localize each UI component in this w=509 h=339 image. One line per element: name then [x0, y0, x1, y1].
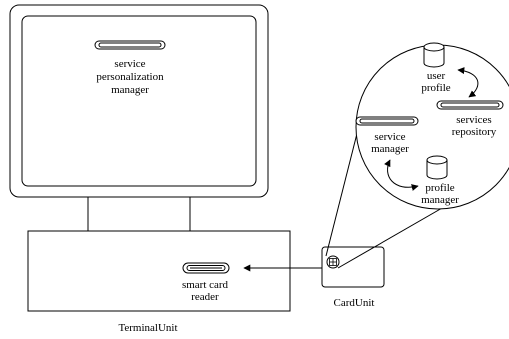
spm-label-line-2: personalization — [96, 71, 164, 83]
monitor — [9, 4, 269, 198]
card-unit-caption: CardUnit — [334, 297, 375, 309]
user-profile-database-icon: user profile — [421, 42, 451, 94]
smart-card — [321, 246, 385, 288]
services-repository-label-line-2: repository — [452, 126, 497, 138]
monitor-screen — [21, 15, 257, 187]
spm-label-line-1: service — [114, 58, 145, 70]
profile-repository-link-arrow — [457, 67, 479, 98]
reader-label-line-1: smart card — [182, 279, 229, 291]
services-repository: services repository — [436, 100, 504, 138]
profile-manager-label-line-2: manager — [421, 194, 459, 206]
profile-manager-label-line-1: profile — [425, 182, 454, 194]
service-manager-label-line-1: service — [374, 131, 405, 143]
spm-label-line-3: manager — [111, 84, 149, 96]
service-personalization-manager: service personalization manager — [94, 40, 166, 96]
manager-link-arrow — [384, 159, 419, 191]
services-repository-capsule — [436, 100, 504, 110]
terminal-base — [27, 230, 291, 312]
spm-capsule-inner — [98, 42, 162, 48]
monitor-stand — [87, 196, 191, 232]
monitor-outer-frame — [9, 4, 269, 198]
profile-manager-database-icon: profile manager — [421, 155, 459, 206]
service-manager-label-line-2: manager — [371, 143, 409, 155]
service-manager-capsule — [355, 116, 419, 126]
services-repository-label-line-1: services — [456, 114, 491, 126]
reader-label-line-2: reader — [191, 291, 219, 303]
smart-card-reader: smart card reader — [182, 262, 230, 303]
user-profile-label-line-1: user — [427, 70, 446, 82]
user-profile-label-line-2: profile — [421, 82, 450, 94]
spm-capsule — [94, 40, 166, 50]
service-manager: service manager — [355, 116, 419, 155]
card-body — [321, 246, 385, 288]
reader-slot-inner — [186, 265, 226, 271]
terminal-unit-caption: TerminalUnit — [118, 322, 177, 334]
